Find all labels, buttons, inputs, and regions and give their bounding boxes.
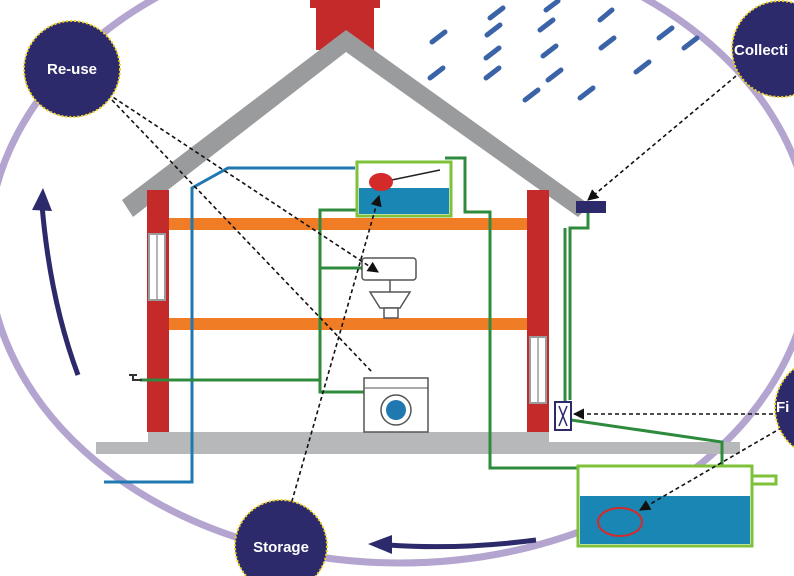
- header-tank: [355, 160, 453, 218]
- reuse-badge: Re-use: [23, 20, 121, 118]
- cycle-arrow-left: [32, 188, 81, 376]
- filtration-badge: Fi: [774, 367, 794, 449]
- filtration-label: Fi: [776, 399, 789, 416]
- flow-arrows: [95, 75, 794, 523]
- tap-icon: [129, 374, 142, 381]
- toilet-icon: [361, 257, 417, 319]
- storage-label: Storage: [253, 539, 309, 556]
- rain-drops-icon: [427, 0, 700, 103]
- collection-badge: Collecti: [731, 0, 794, 98]
- chimney-cap: [310, 0, 380, 8]
- middle-floor-beam: [169, 318, 527, 330]
- storage-badge: Storage: [234, 499, 328, 576]
- cycle-arrow-bottom: [368, 535, 537, 554]
- right-window: [529, 336, 547, 404]
- ground-slab: [96, 432, 740, 454]
- filter-icon: [554, 401, 572, 431]
- float-valve-icon: [369, 173, 393, 191]
- mains-water-pipe: [104, 166, 355, 484]
- storage-tank: [576, 464, 778, 548]
- gutter-icon: [576, 201, 606, 213]
- left-window: [148, 233, 166, 301]
- collection-label: Collecti: [734, 42, 788, 59]
- washing-machine-icon: [363, 377, 429, 433]
- upper-floor-beam: [169, 218, 527, 230]
- reuse-label: Re-use: [47, 61, 97, 78]
- downpipe: [568, 213, 590, 400]
- left-wall: [147, 190, 169, 432]
